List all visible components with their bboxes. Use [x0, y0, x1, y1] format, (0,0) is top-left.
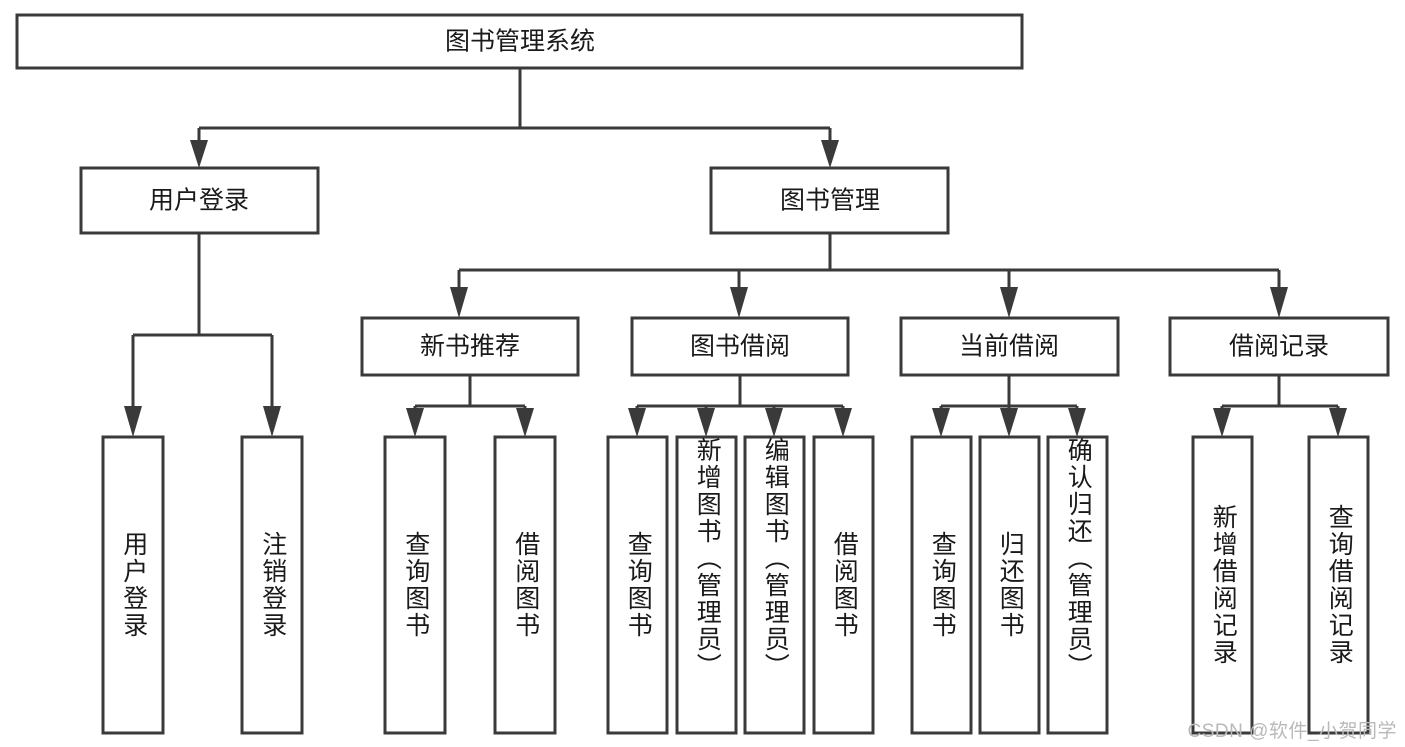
arrow-userlogin-leaf1 [124, 406, 142, 437]
node-box-leaf-user-login-2[interactable] [240, 435, 304, 735]
node-label-book-borrow: 图书借阅 [690, 333, 790, 361]
node-box-leaf-user-login-1[interactable] [101, 435, 165, 735]
arrow-bookmgmt-to-borrow [730, 287, 748, 318]
csdn-watermark: CSDN @软件_小贺同学 [1187, 721, 1397, 742]
node-box-leaf-book-borrow-1[interactable] [606, 435, 669, 735]
node-box-leaf-book-borrow-4[interactable] [812, 435, 875, 735]
connector-group-root [190, 68, 839, 168]
arrow-currentborrow-leaf3 [1068, 408, 1086, 437]
node-box-leaf-current-borrow-3[interactable] [1046, 435, 1109, 735]
connector-group-new-book [406, 375, 534, 437]
node-box-current-borrow[interactable] [899, 316, 1120, 377]
node-box-leaf-book-borrow-2[interactable] [675, 435, 738, 735]
arrow-userlogin-leaf2 [263, 406, 281, 437]
arrow-bookborrow-leaf3 [765, 408, 783, 437]
connector-group-user-login [124, 233, 281, 437]
arrow-root-to-userlogin [190, 140, 208, 168]
arrow-bookborrow-leaf4 [834, 408, 852, 437]
node-label-root: 图书管理系统 [445, 28, 595, 56]
arrow-bookmgmt-to-newbook [450, 287, 468, 318]
node-box-book-management[interactable] [709, 166, 950, 235]
node-box-leaf-borrow-record-1[interactable] [1191, 435, 1254, 735]
node-box-book-borrow[interactable] [630, 316, 850, 377]
node-label-borrow-record: 借阅记录 [1229, 333, 1329, 361]
connector-group-current-borrow [932, 375, 1086, 437]
node-box-leaf-borrow-record-2[interactable] [1307, 435, 1370, 735]
arrow-bookborrow-leaf1 [628, 408, 646, 437]
node-box-root[interactable] [15, 13, 1024, 70]
arrow-currentborrow-leaf1 [932, 408, 950, 437]
arrow-bookmgmt-to-current [1000, 287, 1018, 318]
arrow-borrowrecord-leaf1 [1213, 408, 1231, 437]
arrow-root-to-bookmgmt [821, 140, 839, 168]
node-box-leaf-book-borrow-3[interactable] [743, 435, 806, 735]
node-box-borrow-record[interactable] [1168, 316, 1390, 377]
node-label-new-book-recommend: 新书推荐 [420, 333, 520, 361]
arrow-newbook-leaf2 [516, 408, 534, 437]
arrow-bookborrow-leaf2 [697, 408, 715, 437]
node-label-user-login: 用户登录 [149, 187, 249, 215]
node-box-leaf-current-borrow-2[interactable] [978, 435, 1041, 735]
node-box-user-login[interactable] [79, 166, 320, 235]
arrow-currentborrow-leaf2 [1000, 408, 1018, 437]
arrow-borrowrecord-leaf2 [1329, 408, 1347, 437]
arrow-newbook-leaf1 [406, 408, 424, 437]
node-box-leaf-current-borrow-1[interactable] [910, 435, 973, 735]
node-label-book-management: 图书管理 [780, 187, 880, 215]
connector-group-borrow-record [1213, 375, 1347, 437]
connector-group-book-management [450, 233, 1288, 318]
arrow-bookmgmt-to-record [1270, 287, 1288, 318]
node-label-current-borrow: 当前借阅 [959, 333, 1059, 361]
node-box-leaf-new-book-1[interactable] [383, 435, 447, 735]
node-box-new-book-recommend[interactable] [360, 316, 580, 377]
connector-group-book-borrow [628, 375, 852, 437]
node-box-leaf-new-book-2[interactable] [493, 435, 557, 735]
